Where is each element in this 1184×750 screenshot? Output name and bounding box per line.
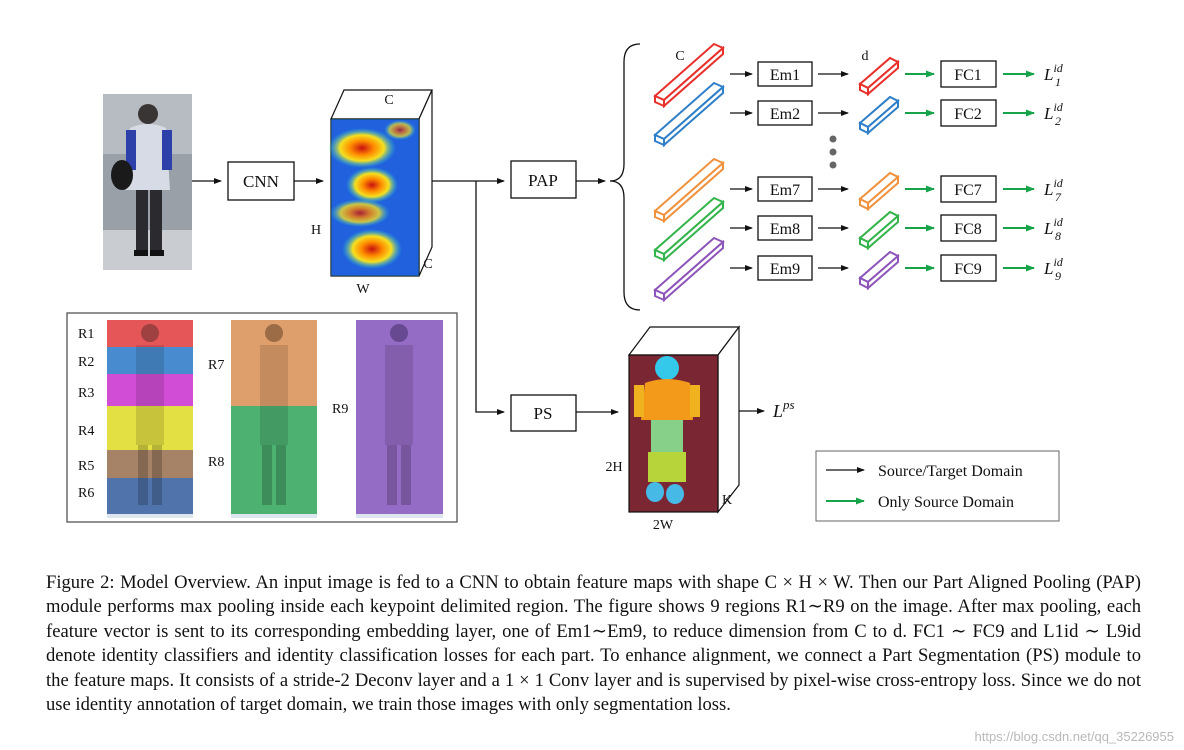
region-image-1 bbox=[107, 320, 193, 518]
pap-label: PAP bbox=[528, 171, 558, 190]
classifier-box bbox=[940, 175, 997, 203]
part-feature-bar bbox=[653, 157, 725, 224]
caption-text: Figure 2: Model Overview. An input image… bbox=[46, 572, 1141, 716]
embedding-label: Em2 bbox=[770, 106, 800, 123]
embedded-feature-bar bbox=[858, 95, 900, 136]
segmentation-cuboid bbox=[627, 325, 741, 514]
part-feature-bar bbox=[653, 42, 725, 109]
region-label: R9 bbox=[332, 402, 348, 417]
classifier-box bbox=[940, 214, 997, 242]
figure-caption: Figure 2: Model Overview. An input image… bbox=[46, 571, 1141, 717]
region-label: R7 bbox=[208, 358, 224, 373]
legend-source-target: Source/Target Domain bbox=[878, 463, 1023, 480]
embedded-feature-bar bbox=[858, 56, 900, 97]
classifier-box bbox=[940, 60, 997, 88]
seg-dim-h: 2H bbox=[605, 460, 622, 475]
embedding-box bbox=[757, 176, 813, 202]
classifier-box bbox=[940, 254, 997, 282]
embedded-feature-bar bbox=[858, 171, 900, 212]
classifier-label: FC8 bbox=[954, 221, 982, 238]
feature-map-cuboid bbox=[328, 89, 433, 277]
classifier-box bbox=[940, 99, 997, 127]
feature-corner-c: C bbox=[423, 257, 432, 272]
embedding-box bbox=[757, 255, 813, 281]
embedding-label: Em1 bbox=[770, 67, 800, 84]
feature-dim-w: W bbox=[356, 282, 370, 297]
loss-ps: Lps bbox=[772, 397, 795, 421]
legend-only-source: Only Source Domain bbox=[878, 494, 1014, 511]
pap-box bbox=[510, 160, 577, 199]
region-label: R5 bbox=[78, 459, 94, 474]
seg-dim-w: 2W bbox=[653, 518, 674, 533]
emb-dim-c: C bbox=[675, 49, 684, 64]
embedding-label: Em7 bbox=[770, 182, 800, 199]
region-label: R6 bbox=[78, 486, 94, 501]
classifier-label: FC2 bbox=[954, 106, 982, 123]
embedding-label: Em8 bbox=[770, 221, 800, 238]
input-image bbox=[103, 94, 192, 270]
feature-dim-h: H bbox=[311, 223, 321, 238]
embedding-box bbox=[757, 215, 813, 241]
region-label: R4 bbox=[78, 424, 94, 439]
classifier-label: FC9 bbox=[954, 261, 982, 278]
region-label: R3 bbox=[78, 386, 94, 401]
emb-dim-d: d bbox=[862, 49, 869, 64]
part-feature-bar bbox=[653, 236, 725, 303]
embedding-box bbox=[757, 100, 813, 126]
part-feature-bar bbox=[653, 81, 725, 148]
branch-brace bbox=[609, 43, 641, 311]
cnn-label: CNN bbox=[243, 172, 279, 191]
ps-label: PS bbox=[534, 404, 553, 423]
region-label: R8 bbox=[208, 455, 224, 470]
region-image-2 bbox=[231, 320, 317, 518]
loss-ps-sup: ps bbox=[782, 397, 795, 412]
embedded-feature-bar bbox=[858, 210, 900, 251]
region-label: R1 bbox=[78, 327, 94, 342]
watermark: https://blog.csdn.net/qq_35226955 bbox=[974, 729, 1175, 744]
embedding-label: Em9 bbox=[770, 261, 800, 278]
embedded-feature-bar bbox=[858, 250, 900, 291]
classifier-label: FC1 bbox=[954, 67, 982, 84]
ps-box bbox=[510, 394, 577, 432]
feature-dim-c: C bbox=[384, 93, 393, 108]
embedding-box bbox=[757, 61, 813, 87]
seg-dim-k: K bbox=[722, 493, 732, 508]
legend-box bbox=[815, 450, 1060, 522]
model-overview-figure: CNN C H W C PAP PS 2H 2W bbox=[66, 42, 1064, 533]
region-image-3 bbox=[356, 320, 443, 518]
region-label: R2 bbox=[78, 355, 94, 370]
classifier-label: FC7 bbox=[954, 182, 982, 199]
ellipsis-dots bbox=[829, 135, 837, 169]
part-feature-bar bbox=[653, 196, 725, 263]
